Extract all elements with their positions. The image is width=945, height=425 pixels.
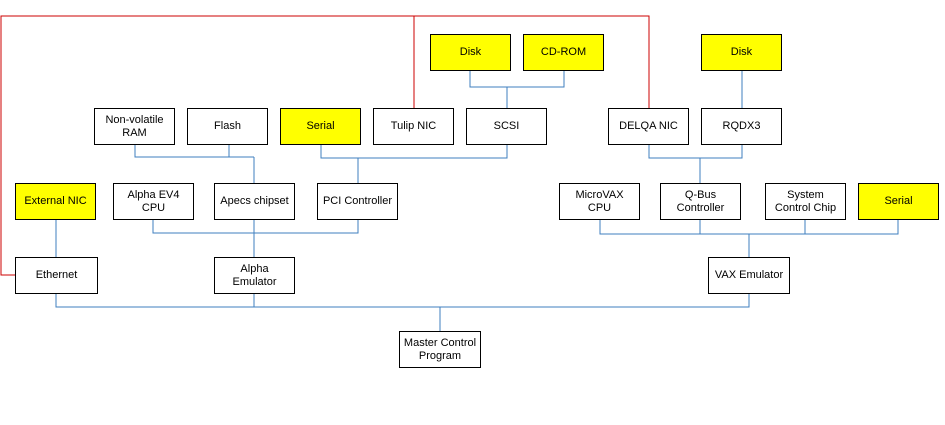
tulip-nic-node: Tulip NIC xyxy=(373,108,454,145)
alpha-cpu-node: Alpha EV4 CPU xyxy=(113,183,194,220)
ethernet-node: Ethernet xyxy=(15,257,98,294)
vax-emulator-node: VAX Emulator xyxy=(708,257,790,294)
bus-line xyxy=(599,220,899,235)
rqdx3-node: RQDX3 xyxy=(701,108,782,145)
master-control-program-node: Master Control Program xyxy=(399,331,481,368)
serial-vax-node: Serial xyxy=(858,183,939,220)
bus-line xyxy=(55,294,750,308)
bus-line xyxy=(469,71,565,88)
network-line xyxy=(0,15,650,276)
scsi-node: SCSI xyxy=(466,108,547,145)
system-control-chip-node: System Control Chip xyxy=(765,183,846,220)
disk-node-vax: Disk xyxy=(701,34,782,71)
bus-line xyxy=(134,145,230,158)
bus-line xyxy=(648,145,743,159)
apecs-chipset-node: Apecs chipset xyxy=(214,183,295,220)
pci-controller-node: PCI Controller xyxy=(317,183,398,220)
microvax-cpu-node: MicroVAX CPU xyxy=(559,183,640,220)
alpha-emulator-node: Alpha Emulator xyxy=(214,257,295,294)
bus-line xyxy=(320,145,508,159)
nvram-node: Non-volatile RAM xyxy=(94,108,175,145)
serial-alpha-node: Serial xyxy=(280,108,361,145)
flash-node: Flash xyxy=(187,108,268,145)
delqa-nic-node: DELQA NIC xyxy=(608,108,689,145)
cdrom-node: CD-ROM xyxy=(523,34,604,71)
bus-line xyxy=(152,220,359,234)
external-nic-node: External NIC xyxy=(15,183,96,220)
qbus-controller-node: Q-Bus Controller xyxy=(660,183,741,220)
disk-node-top: Disk xyxy=(430,34,511,71)
